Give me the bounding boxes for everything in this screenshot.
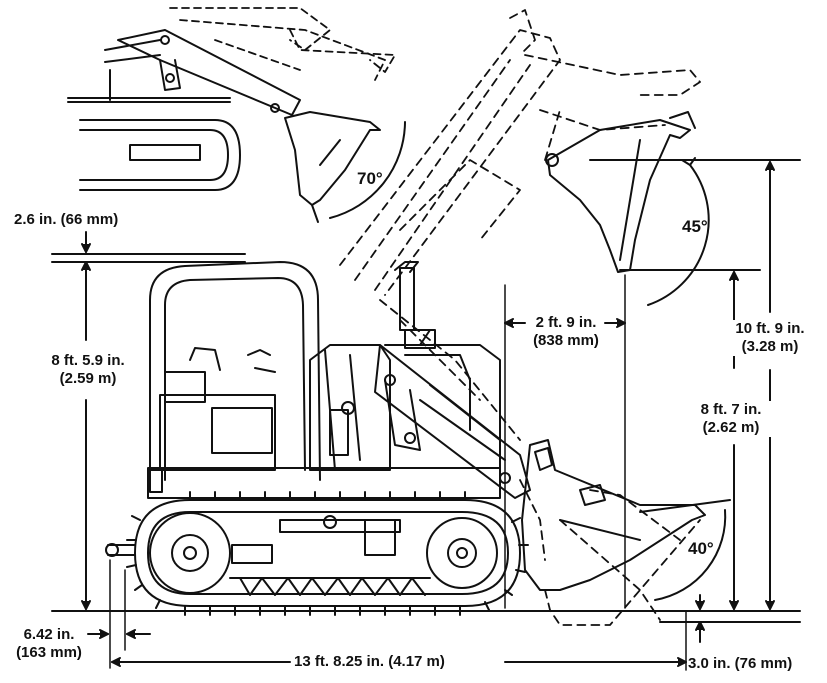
tractor-body bbox=[147, 261, 501, 499]
angle-arc-40 bbox=[654, 509, 727, 601]
angle-label-45: 45° bbox=[682, 217, 708, 236]
overall-height-metric: (2.59 m) bbox=[59, 370, 117, 387]
ground-offset-imperial: 6.42 in. bbox=[23, 626, 75, 643]
angle-arc-45 bbox=[647, 164, 710, 306]
overall-height-imperial: 8 ft. 5.9 in. bbox=[51, 352, 125, 369]
loader-bucket-raised bbox=[545, 111, 696, 273]
dump-clearance-label: 8 ft. 7 in. (2.62 m) bbox=[676, 401, 786, 437]
overall-length-label: 13 ft. 8.25 in. (4.17 m) bbox=[294, 653, 445, 671]
loader-arm bbox=[374, 344, 531, 499]
angle-label-40: 40° bbox=[688, 539, 714, 558]
loader-bucket-ground bbox=[521, 439, 706, 591]
top-clearance-label: 2.6 in. (66 mm) bbox=[14, 211, 119, 229]
dig-depth-label: 3.0 in. (76 mm) bbox=[688, 655, 793, 673]
crawler-track bbox=[105, 491, 529, 616]
reach-dimension-label: 2 ft. 9 in. (838 mm) bbox=[525, 314, 607, 350]
max-height-metric: (3.28 m) bbox=[741, 338, 799, 355]
ground-offset-label: 6.42 in. (163 mm) bbox=[2, 626, 96, 662]
angle-label-70: 70° bbox=[357, 169, 383, 188]
max-height-imperial: 10 ft. 9 in. bbox=[735, 320, 805, 337]
max-height-label: 10 ft. 9 in. (3.28 m) bbox=[718, 320, 822, 356]
dump-clearance-metric: (2.62 m) bbox=[702, 419, 760, 436]
inset-rollback-view bbox=[67, 7, 406, 223]
ground-offset-metric: (163 mm) bbox=[16, 644, 82, 661]
reach-metric: (838 mm) bbox=[533, 332, 599, 349]
dump-clearance-imperial: 8 ft. 7 in. bbox=[700, 401, 762, 418]
overall-height-label: 8 ft. 5.9 in. (2.59 m) bbox=[28, 352, 148, 388]
rops-canopy bbox=[149, 261, 321, 481]
reach-imperial: 2 ft. 9 in. bbox=[535, 314, 597, 331]
